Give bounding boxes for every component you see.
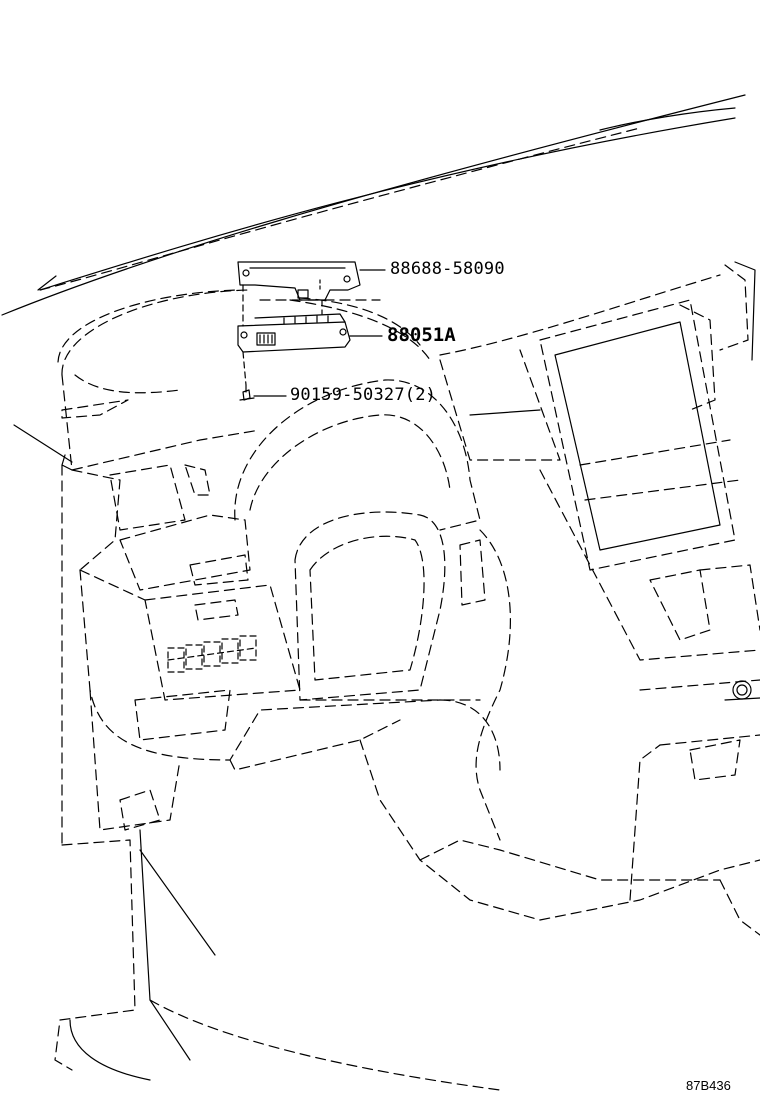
bolt-quantity: (2)	[404, 385, 437, 405]
center-panel	[79, 514, 301, 741]
receiver-module-part	[237, 313, 351, 353]
bracket-part	[237, 261, 361, 301]
windshield-edge	[1, 94, 746, 316]
bracket-part-number: 88688-58090	[390, 259, 505, 279]
steering-column	[294, 511, 512, 841]
switch-row	[167, 635, 257, 673]
bolt-part-number: 90159-50327(2)	[290, 385, 436, 405]
leader-lines	[253, 269, 386, 397]
diagram-reference-code: 87B436	[686, 1078, 731, 1093]
bolt-number: 90159-50327	[290, 385, 405, 405]
module-part-number: 88051A	[387, 324, 456, 346]
instrument-cluster	[61, 374, 481, 571]
dashboard-right-panel	[439, 261, 760, 781]
module-location-outline	[57, 289, 431, 363]
explode-guide-lines	[242, 284, 323, 386]
bolt-part	[239, 384, 255, 401]
left-pillar	[13, 424, 501, 1091]
lower-dashboard	[79, 569, 760, 936]
